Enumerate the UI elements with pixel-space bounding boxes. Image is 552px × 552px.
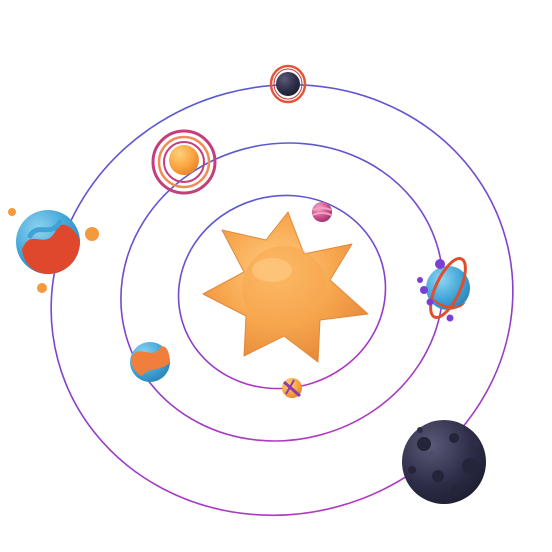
small-striped-planet-icon <box>282 378 302 398</box>
ringed-dark-planet-icon <box>269 64 307 104</box>
outer-orbit <box>50 83 514 517</box>
striped-pink-planet-icon <box>312 202 332 222</box>
small-orange-planet-icon <box>130 342 170 382</box>
sun-icon <box>202 211 369 363</box>
blue-ringed-planet-icon <box>417 257 470 322</box>
blue-red-planet-icon <box>8 208 99 293</box>
inner-orbit <box>177 194 387 390</box>
ringed-orange-planet-icon <box>151 129 217 195</box>
orbits <box>50 83 514 517</box>
cratered-moon-icon <box>402 420 486 504</box>
middle-orbit <box>120 142 444 442</box>
